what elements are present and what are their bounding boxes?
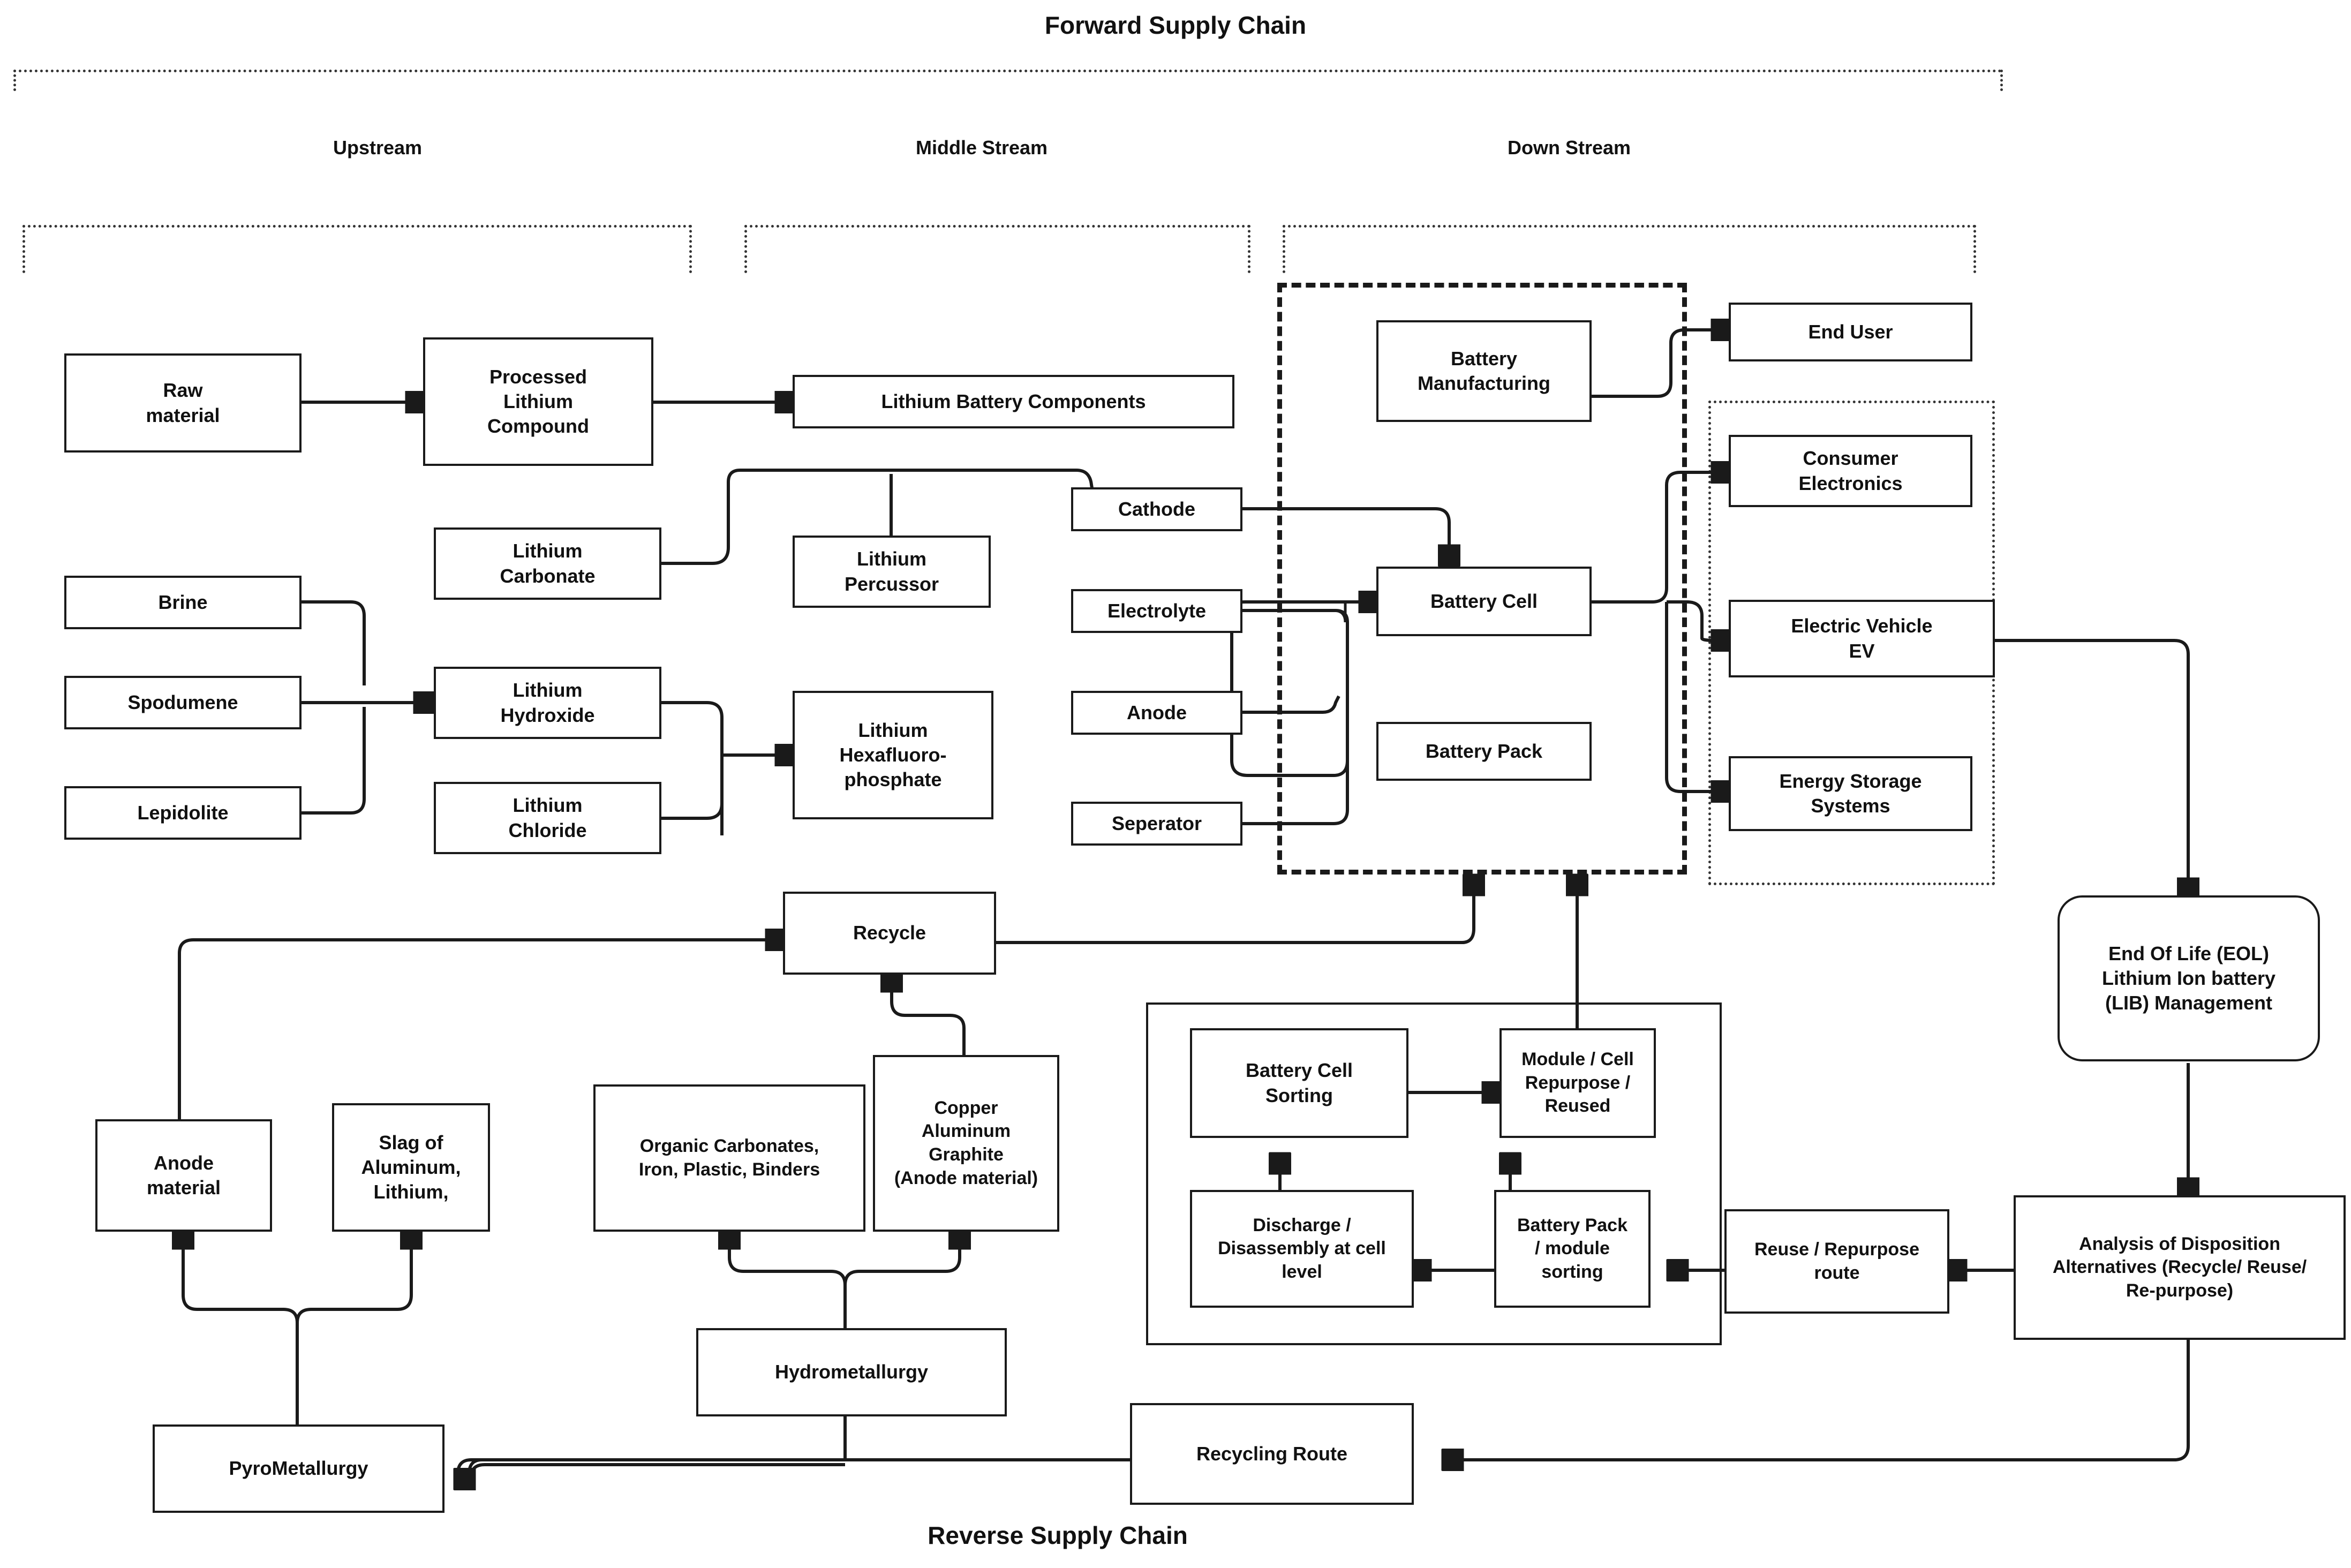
node-lithium-carbonate[interactable]: Lithium Carbonate [434, 527, 661, 600]
node-consumer-electronics[interactable]: Consumer Electronics [1729, 435, 1972, 507]
node-copper-aluminum-graphite[interactable]: Copper Aluminum Graphite (Anode material… [873, 1055, 1059, 1232]
node-lithium-hydroxide[interactable]: Lithium Hydroxide [434, 667, 661, 739]
node-hydrometallurgy[interactable]: Hydrometallurgy [696, 1328, 1007, 1416]
node-battery-cell[interactable]: Battery Cell [1376, 567, 1592, 636]
node-lithium-percussor[interactable]: Lithium Percussor [793, 536, 991, 608]
node-brine[interactable]: Brine [64, 576, 302, 629]
node-slag-of-aluminum-lithium[interactable]: Slag of Aluminum, Lithium, [332, 1103, 490, 1232]
node-battery-cell-sorting[interactable]: Battery Cell Sorting [1190, 1028, 1408, 1138]
node-spodumene[interactable]: Spodumene [64, 676, 302, 729]
down-stream-bracket [1283, 225, 1976, 273]
node-lithium-hexafluoro-phosphate[interactable]: Lithium Hexafluoro- phosphate [793, 691, 993, 819]
stream-label-middle-stream: Middle Stream [916, 137, 1048, 159]
node-recycling-route[interactable]: Recycling Route [1130, 1403, 1414, 1505]
node-seperator[interactable]: Seperator [1071, 802, 1242, 846]
page-title-reverse-supply-chain: Reverse Supply Chain [928, 1521, 1188, 1549]
node-battery-pack-module-sorting[interactable]: Battery Pack / module sorting [1494, 1190, 1651, 1308]
node-electrolyte[interactable]: Electrolyte [1071, 589, 1242, 633]
node-processed-lithium-compound[interactable]: Processed Lithium Compound [423, 337, 653, 466]
node-reuse-repurpose-route[interactable]: Reuse / Repurpose route [1724, 1209, 1949, 1314]
node-module-cell-repurpose-reused[interactable]: Module / Cell Repurpose / Reused [1499, 1028, 1656, 1138]
page-title-forward-supply-chain: Forward Supply Chain [1044, 11, 1307, 39]
node-anode-material[interactable]: Anode material [95, 1119, 272, 1232]
node-discharge-disassembly-cell-level[interactable]: Discharge / Disassembly at cell level [1190, 1190, 1414, 1308]
node-energy-storage-systems[interactable]: Energy Storage Systems [1729, 756, 1972, 831]
node-recycle[interactable]: Recycle [783, 892, 996, 975]
stream-label-upstream: Upstream [333, 137, 423, 159]
forward-supply-chain-bracket [13, 70, 2003, 91]
reuse-subprocess-group [1146, 1002, 1722, 1345]
stream-label-down-stream: Down Stream [1508, 137, 1631, 159]
node-pyrometallurgy[interactable]: PyroMetallurgy [153, 1424, 444, 1513]
node-raw-material[interactable]: Raw material [64, 353, 302, 453]
middle-stream-bracket [744, 225, 1250, 273]
node-lepidolite[interactable]: Lepidolite [64, 786, 302, 840]
node-lithium-chloride[interactable]: Lithium Chloride [434, 782, 661, 854]
upstream-bracket [22, 225, 692, 273]
node-eol-lib-management[interactable]: End Of Life (EOL) Lithium Ion battery (L… [2058, 895, 2320, 1061]
node-battery-pack[interactable]: Battery Pack [1376, 722, 1592, 781]
node-end-user[interactable]: End User [1729, 303, 1972, 361]
node-lithium-battery-components[interactable]: Lithium Battery Components [793, 375, 1234, 428]
node-battery-manufacturing[interactable]: Battery Manufacturing [1376, 320, 1592, 422]
node-electric-vehicle-ev[interactable]: Electric Vehicle EV [1729, 600, 1995, 677]
node-analysis-of-disposition-alternatives[interactable]: Analysis of Disposition Alternatives (Re… [2014, 1195, 2346, 1340]
node-cathode[interactable]: Cathode [1071, 487, 1242, 531]
node-anode[interactable]: Anode [1071, 691, 1242, 735]
node-organic-carbonates[interactable]: Organic Carbonates, Iron, Plastic, Binde… [593, 1084, 865, 1232]
